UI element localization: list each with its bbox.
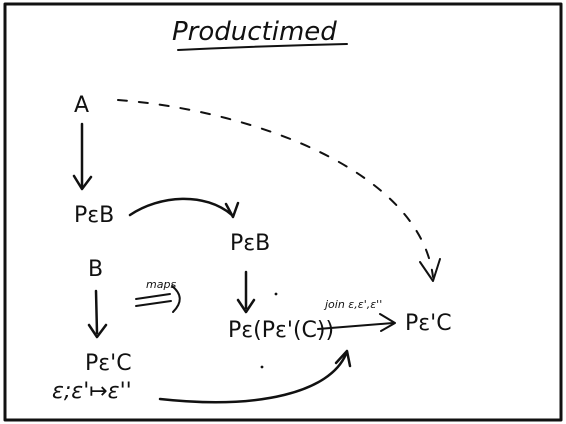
arrow-pe-b-to-pe-b-head — [224, 201, 240, 219]
title-underline — [177, 43, 348, 51]
edge-label-map: maps — [146, 278, 176, 291]
arrow-join-head — [379, 313, 396, 332]
arrow-b-to-pe-c — [94, 289, 99, 335]
dashed-arrow-a-to-pe-c — [117, 99, 434, 278]
arrow-a-to-pe-b-head — [72, 174, 93, 191]
arrow-b-to-pe-c-head — [87, 323, 108, 339]
edge-label-join: join ε,ε',ε'' — [323, 298, 382, 311]
node-pe-expr: Pε(Pε'(C)) — [228, 318, 334, 343]
arrow-pe-b-to-pe-b — [128, 197, 234, 217]
arrow-join — [317, 322, 394, 330]
arrow-eq-to-join-head — [334, 349, 352, 368]
dashed-arrow-head — [419, 258, 441, 282]
node-a: A — [74, 93, 89, 118]
diagram-title: Productimed — [172, 17, 337, 47]
arrow-eq-to-join — [158, 352, 348, 404]
stray-dot — [274, 292, 278, 296]
equation-text: ε;ε'↦ε'' — [52, 379, 132, 404]
node-pe-b-left: PεB — [74, 203, 114, 228]
maps-double-arrow-head — [171, 285, 181, 313]
node-pe-c-left: Pε'C — [85, 351, 132, 376]
maps-double-arrow-line-1 — [135, 293, 171, 300]
node-pe-c-right: Pε'C — [405, 311, 452, 336]
node-pe-b-mid: PεB — [230, 231, 270, 256]
diagram-frame — [3, 2, 563, 422]
maps-double-arrow-line-2 — [135, 300, 172, 307]
stray-dot — [260, 365, 264, 369]
node-b: B — [88, 257, 103, 282]
arrow-pe-b-to-pe-expr-head — [236, 298, 256, 314]
